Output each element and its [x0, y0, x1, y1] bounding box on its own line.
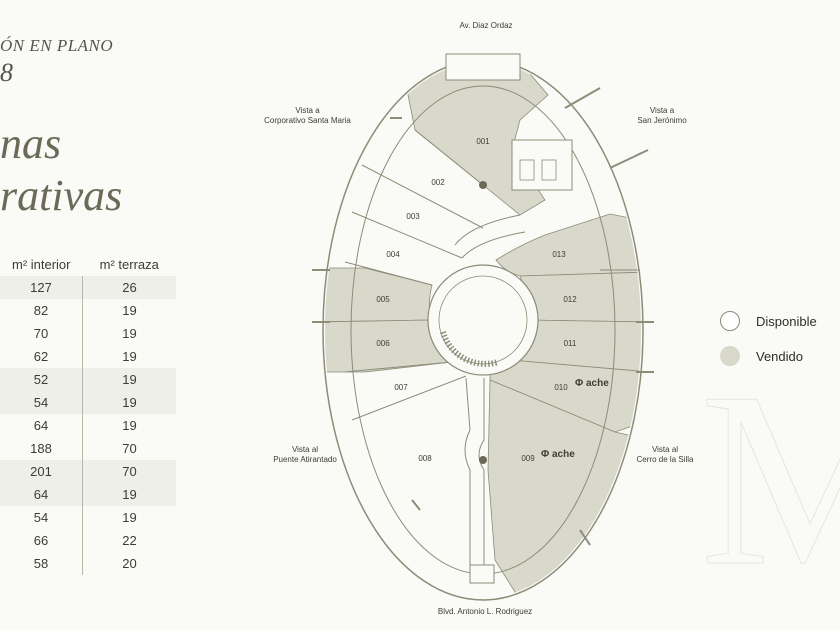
- unit-label: 008: [418, 454, 432, 463]
- unit-label: 006: [376, 339, 390, 348]
- interior-cell: 54: [0, 506, 83, 529]
- terrace-cell: 19: [82, 483, 176, 506]
- terrace-cell: 70: [122, 441, 137, 456]
- terrace-cell: 19: [82, 391, 176, 414]
- central-core: [427, 264, 539, 376]
- unit-label: 009: [521, 454, 535, 463]
- unit-label: 011: [563, 339, 577, 348]
- table-row: 54 19: [0, 506, 176, 529]
- level-number: 8: [0, 58, 13, 87]
- terrace-cell: 26: [82, 276, 176, 299]
- terrace-cell: 70: [82, 460, 176, 483]
- terrace-cell: 19: [122, 349, 137, 364]
- terrace-cell: 19: [122, 303, 137, 318]
- table-row: 66 22: [0, 529, 176, 552]
- unit-label: 005: [376, 295, 390, 304]
- table-row: 70 19: [0, 322, 176, 345]
- interior-cell: 52: [0, 368, 83, 391]
- stair-icon: [440, 331, 499, 367]
- terrace-cell: 19: [122, 326, 137, 341]
- legend-available: Disponible: [720, 310, 830, 336]
- interior-cell: 64: [0, 414, 83, 437]
- interior-cell: 66: [0, 529, 83, 552]
- unit-label: 004: [386, 250, 400, 259]
- interior-cell: 64: [0, 483, 83, 506]
- unit-label: 003: [406, 212, 420, 221]
- unit-label: 012: [563, 295, 577, 304]
- brand-logo: Φ ache: [575, 378, 609, 389]
- unit-012[interactable]: [519, 271, 650, 323]
- table-row: 64 19: [0, 414, 176, 437]
- table-row: 188 70: [0, 437, 176, 460]
- title-line-2: rativas: [0, 171, 123, 220]
- legend-sold: Vendido: [720, 345, 830, 371]
- section-heading: ÓN EN PLANO: [0, 36, 114, 55]
- unit-013[interactable]: [495, 213, 650, 277]
- interior-cell: 58: [0, 552, 83, 575]
- table-row: 58 20: [0, 552, 176, 575]
- sold-dot-icon: [720, 346, 740, 366]
- col-terrace-header: m² terraza: [99, 256, 159, 272]
- interior-cell: 127: [0, 276, 83, 299]
- street-top-label: Av. Diaz Ordaz: [459, 21, 513, 30]
- unit-label: 002: [431, 178, 445, 187]
- street-bottom-label: Blvd. Antonio L. Rodriguez: [437, 607, 533, 616]
- interior-cell: 54: [0, 391, 83, 414]
- available-dot-icon: [720, 311, 740, 331]
- interior-cell: 201: [0, 460, 83, 483]
- terrace-cell: 19: [122, 418, 137, 433]
- title-line-1: nas: [0, 119, 62, 168]
- brand-logo: Φ ache: [541, 449, 575, 460]
- unit-label: 010: [554, 383, 568, 392]
- terrace-cell: 19: [82, 368, 176, 391]
- terrace-cell: 19: [122, 510, 137, 525]
- unit-label: 001: [476, 137, 490, 146]
- table-row: 62 19: [0, 345, 176, 368]
- unit-label: 007: [394, 383, 408, 392]
- terrace-cell: 20: [122, 556, 137, 571]
- interior-cell: 188: [0, 437, 83, 460]
- interior-cell: 70: [0, 322, 83, 345]
- unit-label: 013: [552, 250, 566, 259]
- col-interior-header: m² interior: [11, 256, 71, 272]
- terrace-cell: 22: [122, 533, 137, 548]
- interior-cell: 62: [0, 345, 83, 368]
- interior-cell: 82: [0, 299, 83, 322]
- watermark-letter: M: [699, 341, 840, 618]
- table-row: 82 19: [0, 299, 176, 322]
